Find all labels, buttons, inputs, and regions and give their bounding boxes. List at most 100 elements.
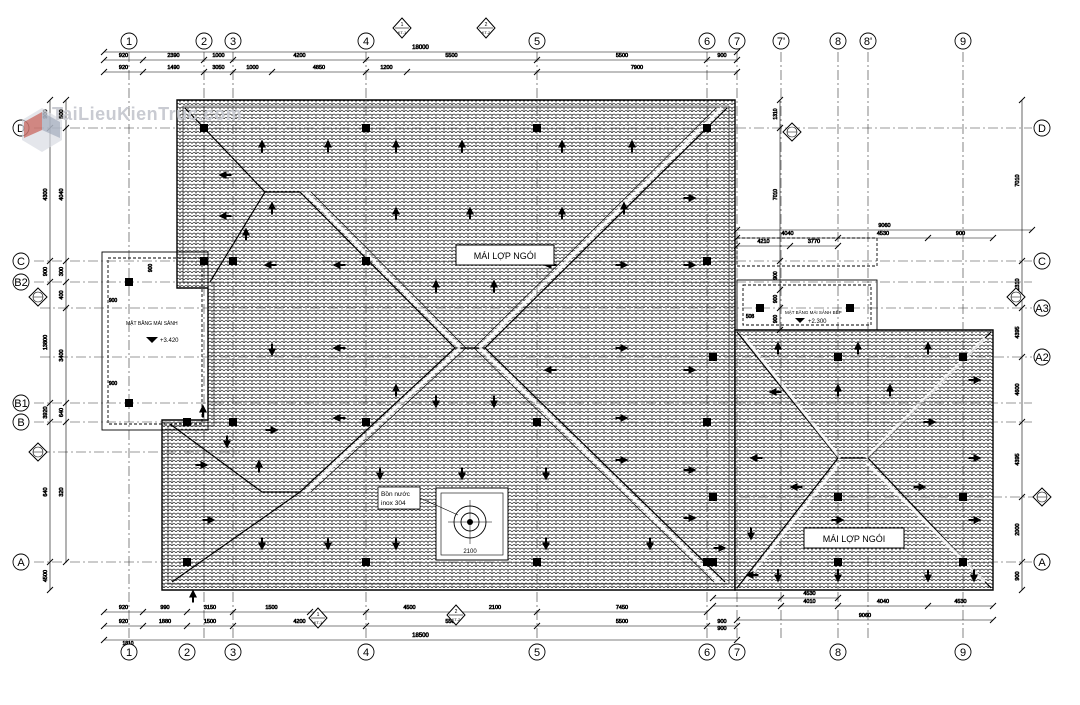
dim-canopy-900-b: 900 [109,298,118,304]
dim-top-total-tick-1 [733,48,741,56]
grid-bubble-top-0: 1 [120,32,138,50]
grid-bubble-left-3-label: B1 [14,398,27,410]
grid-bubble-bottom-7: 8 [829,643,847,661]
dim-bottom-row2-text-3: 4200 [293,619,305,625]
section-marker-side-4 [1032,487,1052,507]
grid-bubble-left-4-label: B [17,417,24,429]
grid-bubble-top-3-circle [357,32,375,50]
dim-right-bottom-total-text-0: 9060 [859,613,871,619]
dim-bottom-row1-tick-7 [533,608,541,616]
grid-bubble-right-4-circle [1033,553,1051,571]
grid-bubble-left-1-circle [12,252,30,270]
dim-wing-small-tick-4 [776,304,784,312]
dim-top-row1-tick-1 [139,56,147,64]
grid-bubble-top-1: 2 [195,32,213,50]
dim-far-right-text-1: 1310 [1015,278,1021,290]
column-28 [756,304,764,312]
dim-right-top-text-0: 9060 [878,223,890,229]
column-24 [959,493,967,501]
column-15 [533,558,541,566]
dim-left-inner-tick-6 [62,418,70,426]
tank-label-line1: Bồn nước [381,489,411,498]
section-marker-side-1 [28,442,48,462]
roof-label-main-text: MÁI LỢP NGÓI [474,251,537,261]
dim-left-inner-tick-4 [62,304,70,312]
dim-wing-small-text-3: 900 [773,295,779,304]
dim-bottom-row2-text-5: 5500 [616,619,628,625]
dim-bottom-row1-tick-5 [362,608,370,616]
dim-far-right-tick-7 [1018,586,1026,594]
dim-left-outer-tick-0 [46,96,54,104]
section-marker-bottom-a: 1KT-1 [308,607,328,629]
dim-left-inner-text-2: 300 [59,267,65,276]
roof-label-main: MÁI LỢP NGÓI [455,244,555,266]
grid-bubble-left-4: B [12,413,30,431]
dim-bottom-row2-text-4: 5500 [445,619,457,625]
dim-bottom-row2-tick-3 [229,622,237,630]
main-roof-inner-edge [167,105,730,585]
dim-top-row2-tick-0 [100,68,108,76]
roof-label-side-text: MÁI LỢP NGÓI [823,534,886,544]
dim-bottom-row2-tick-1 [139,622,147,630]
dim-top-row2-tick-3 [229,68,237,76]
grid-bubble-bottom-5-label: 6 [704,647,710,659]
grid-bubble-top-10: 9 [954,32,972,50]
roof-label-side: MÁI LỢP NGÓI [803,527,905,549]
dim-far-right-text-5: 2000 [1015,523,1021,535]
canopy-right-label: MẶT BẰNG MÁI SẢNH BẾP +2.300 [785,308,842,325]
dim-bottom-row1-text-6: 2100 [489,605,501,611]
grid-bubble-right-0: D [1033,119,1051,137]
dim-left-outer-tick-4 [46,399,54,407]
dim-right-top: 9060 [733,223,1036,234]
dim-far-right-tick-4 [1018,418,1026,426]
column-10 [362,418,370,426]
dim-wing-small-tick-0 [776,96,784,104]
dim-right-sub-text-1: 3770 [808,239,820,245]
dim-top-total: 18000 [100,45,741,56]
grid-bubble-bottom-6-circle [728,643,746,661]
canopy-left [101,251,209,431]
dim-canopy-508: 508 [746,314,755,320]
dim-top-row1-tick-7 [733,56,741,64]
canopy-left-level: +3.420 [160,338,179,344]
dim-left-outer-tick-2 [46,257,54,265]
grid-bubble-top-9-label: 8' [864,36,872,48]
dim-bottom-row1-text-5: 4500 [403,605,415,611]
grid-bubble-right-1: C [1033,252,1051,270]
dim-far-right-text-3: 4600 [1015,383,1021,395]
dim-top-row2-tick-1 [139,68,147,76]
dim-top-row1-text-0: 920 [119,53,128,59]
dim-right-bottom-row1-text-1: 4010 [803,599,815,605]
dim-right-upper-tick-0 [733,234,741,242]
dim-far-right-text-6: 900 [1015,571,1021,580]
grid-bubble-bottom-8: 9 [954,643,972,661]
grid-bubble-top-6: 7 [728,32,746,50]
dim-bottom-row2-tick-5 [533,622,541,630]
column-11 [533,418,541,426]
grid-bubble-bottom-0-circle [120,643,138,661]
dim-right-bottom-row2: 4530 [709,591,842,602]
grid-bubble-top-2-label: 3 [230,36,236,48]
dim-left-outer-text-6: 4500 [43,570,49,582]
dim-top-row2-text-2: 3050 [212,65,224,71]
grid-bubble-left-3: B1 [12,394,30,412]
grid-bubble-bottom-8-label: 9 [960,647,966,659]
dim-right-bottom-900: 900 [717,626,726,632]
column-21 [834,353,842,361]
section-marker-side-0 [28,287,48,307]
dim-top-row1-text-6: 900 [717,53,726,59]
dim-left-inner-tick-0 [62,96,70,104]
column-1 [362,124,370,132]
watermark-text: TaiLieuKienTruc.com [52,104,243,124]
dim-right-bottom-total-tick-1 [989,616,997,624]
dim-left-outer-tick-5 [46,418,54,426]
dim-far-right-tick-3 [1018,353,1026,361]
grid-bubble-top-10-circle [954,32,972,50]
water-tank [435,487,509,561]
